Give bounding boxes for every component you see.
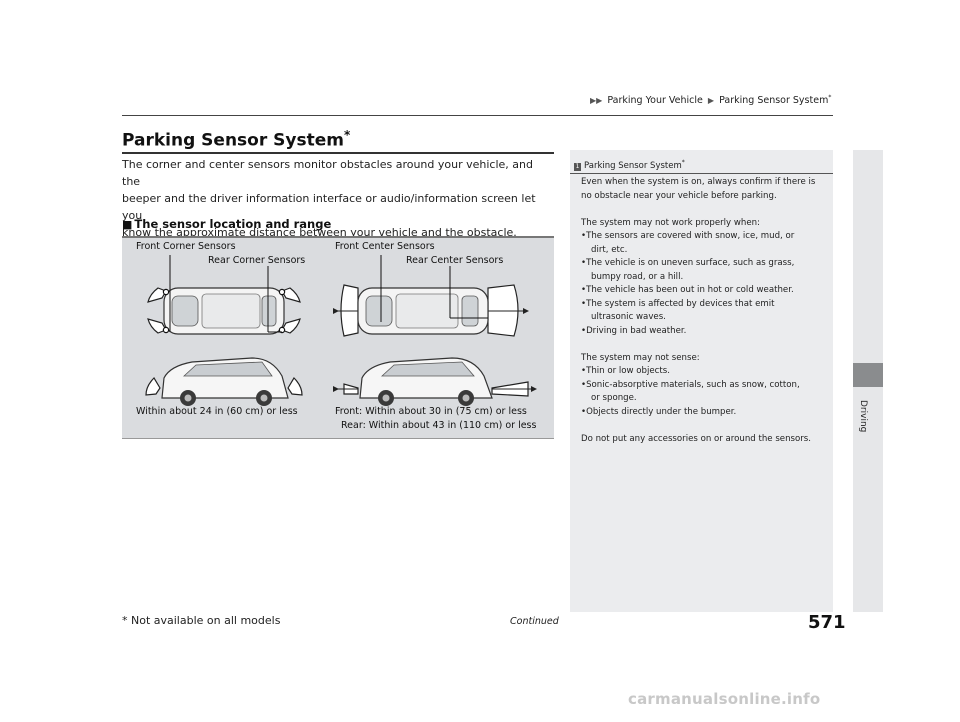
note-line: or sponge. [591, 393, 637, 403]
notes-heading-star: * [681, 159, 685, 166]
intro-line: beeper and the driver information interf… [122, 192, 536, 222]
note-number-badge: 1 [574, 162, 581, 171]
breadcrumb-item-current: Parking Sensor System [719, 95, 829, 107]
label-rear-center-range: Rear: Within about 43 in (110 cm) or les… [341, 420, 537, 431]
page-title: Parking Sensor System* [122, 128, 351, 151]
notes-rule [570, 173, 833, 174]
note-line: dirt, etc. [591, 244, 628, 255]
note-line: •Sonic-absorptive materials, such as sno… [581, 379, 800, 390]
note-line: •Objects directly under the bumper. [581, 406, 737, 417]
section-heading: ■The sensor location and range [122, 217, 332, 231]
note-spacer [581, 419, 829, 433]
intro-paragraph: The corner and center sensors monitor ob… [122, 156, 552, 241]
label-rear-center-sensors: Rear Center Sensors [406, 255, 504, 266]
label-front-center-sensors: Front Center Sensors [335, 241, 435, 252]
note-line: •Thin or low objects. [581, 366, 670, 376]
note-spacer [581, 338, 829, 352]
corner-top-view [147, 255, 301, 335]
note-line: no obstacle near your vehicle before par… [581, 190, 777, 201]
center-top-view [333, 255, 529, 337]
note-line: The system may not work properly when: [581, 217, 760, 228]
sensor-figure: Front Corner Sensors Rear Corner Sensors… [122, 236, 554, 439]
square-bullet-icon: ■ [122, 218, 133, 231]
note-line: •The vehicle has been out in hot or cold… [581, 285, 794, 295]
title-rule [122, 152, 554, 154]
continued-label: Continued [510, 616, 559, 627]
breadcrumb-arrow-icon: ▶▶ [590, 96, 603, 106]
breadcrumb-arrow-icon: ▶ [707, 96, 715, 106]
intro-line: The corner and center sensors monitor ob… [122, 158, 533, 188]
note-line: •The sensors are covered with snow, ice,… [581, 231, 795, 241]
sensor-diagram [145, 255, 537, 406]
breadcrumb-item[interactable]: Parking Your Vehicle [607, 95, 703, 107]
note-line: •The vehicle is on uneven surface, such … [581, 258, 795, 268]
page-number: 571 [808, 612, 846, 633]
note-line: •The system is affected by devices that … [581, 298, 775, 309]
footnote-star: * [828, 94, 832, 101]
breadcrumb: ▶▶ Parking Your Vehicle ▶ Parking Sensor… [588, 94, 831, 106]
notes-body: Even when the system is on, always confi… [581, 176, 829, 446]
intro-line: know the approximate distance between yo… [122, 226, 517, 239]
label-corner-range: Within about 24 in (60 cm) or less [136, 406, 298, 417]
label-front-center-range: Front: Within about 30 in (75 cm) or les… [335, 406, 527, 417]
note-line: bumpy road, or a hill. [591, 271, 684, 282]
corner-side-view [145, 357, 303, 406]
note-line: The system may not sense: [581, 352, 700, 363]
note-line: •Driving in bad weather. [581, 325, 687, 336]
note-line: Even when the system is on, always confi… [581, 177, 816, 187]
title-star: * [343, 128, 351, 142]
footnote: * Not available on all models [122, 614, 281, 627]
header-rule [122, 115, 833, 116]
note-line: Do not put any accessories on or around … [581, 433, 812, 444]
label-front-corner-sensors: Front Corner Sensors [136, 241, 236, 252]
center-side-view [333, 357, 537, 406]
chapter-tab-marker[interactable] [853, 363, 883, 387]
label-rear-corner-sensors: Rear Corner Sensors [208, 255, 306, 266]
watermark: carmanualsonline.info [628, 690, 821, 708]
note-spacer [581, 203, 829, 217]
chapter-tab-label: Driving [858, 400, 868, 433]
note-line: ultrasonic waves. [591, 312, 666, 322]
